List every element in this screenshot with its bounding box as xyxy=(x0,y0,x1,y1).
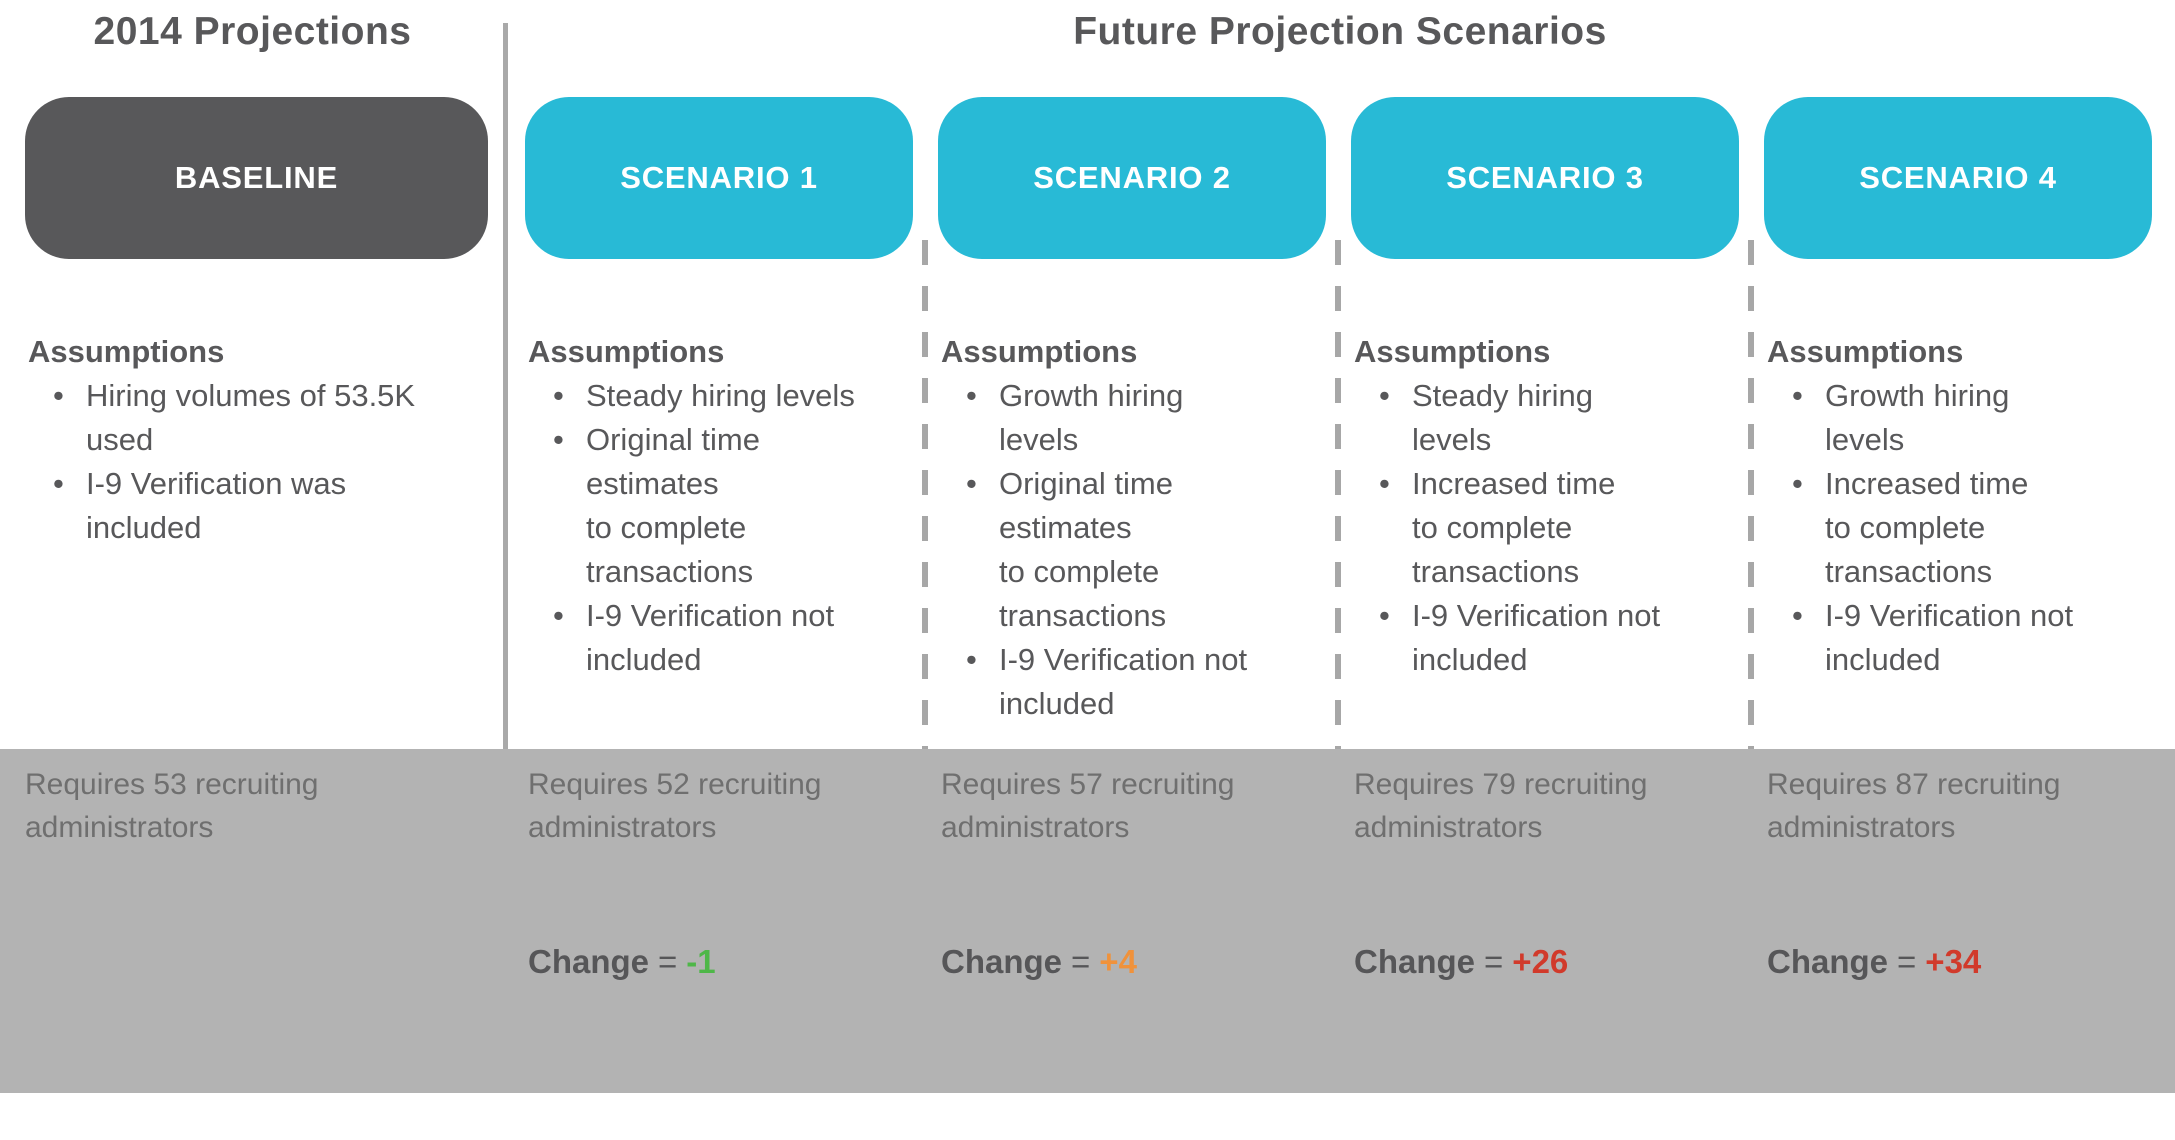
scenario-1-change: Change=-1 xyxy=(528,940,716,984)
baseline-pill: BASELINE xyxy=(25,97,488,259)
assumption-bullet: Steady hiring levels xyxy=(1379,374,1754,462)
assumptions-list: Steady hiring levels Increased time to c… xyxy=(1354,374,1754,682)
assumption-bullet: Original time estimates to complete tran… xyxy=(966,462,1341,638)
future-scenarios-section-title: Future Projection Scenarios xyxy=(1073,10,1607,53)
scenario-4-pill: SCENARIO 4 xyxy=(1764,97,2152,259)
change-label: Change xyxy=(1354,943,1476,980)
assumption-bullet: Hiring volumes of 53.5K used xyxy=(53,374,506,462)
assumption-bullet: Growth hiring levels xyxy=(1792,374,2162,462)
assumption-bullet: Increased time to complete transactions xyxy=(1792,462,2162,594)
change-equals: = xyxy=(1071,943,1091,980)
assumptions-heading: Assumptions xyxy=(941,334,1138,369)
scenario-2-assumptions: Assumptions Growth hiring levels Origina… xyxy=(941,330,1341,726)
scenario-1-pill-label: SCENARIO 1 xyxy=(620,160,818,195)
change-label: Change xyxy=(941,943,1063,980)
assumptions-list: Steady hiring levels Original time estim… xyxy=(528,374,928,682)
assumption-bullet: I-9 Verification not included xyxy=(553,594,928,682)
assumptions-list: Growth hiring levels Original time estim… xyxy=(941,374,1341,726)
assumption-bullet: Steady hiring levels xyxy=(553,374,928,418)
assumption-bullet: Increased time to complete transactions xyxy=(1379,462,1754,594)
scenario-1-assumptions: Assumptions Steady hiring levels Origina… xyxy=(528,330,928,682)
baseline-pill-label: BASELINE xyxy=(174,160,339,195)
scenario-2-change: Change=+4 xyxy=(941,940,1137,984)
assumption-bullet: I-9 Verification not included xyxy=(966,638,1341,726)
change-value: +34 xyxy=(1925,943,1982,980)
scenario-2-pill-label: SCENARIO 2 xyxy=(1033,160,1231,195)
assumptions-list: Hiring volumes of 53.5K used I-9 Verific… xyxy=(28,374,506,550)
scenario-3-change: Change=+26 xyxy=(1354,940,1568,984)
results-band xyxy=(0,749,2175,1093)
change-equals: = xyxy=(1897,943,1917,980)
assumptions-list: Growth hiring levels Increased time to c… xyxy=(1767,374,2162,682)
change-label: Change xyxy=(1767,943,1889,980)
change-equals: = xyxy=(1484,943,1504,980)
scenario-2-requires-text: Requires 57 recruiting administrators xyxy=(941,768,1235,844)
assumptions-heading: Assumptions xyxy=(1354,334,1551,369)
change-value: +4 xyxy=(1099,943,1137,980)
assumption-bullet: Growth hiring levels xyxy=(966,374,1341,462)
change-value: -1 xyxy=(686,943,716,980)
scenario-4-change: Change=+34 xyxy=(1767,940,1981,984)
change-value: +26 xyxy=(1512,943,1569,980)
scenario-3-pill-label: SCENARIO 3 xyxy=(1446,160,1644,195)
baseline-assumptions: Assumptions Hiring volumes of 53.5K used… xyxy=(28,330,506,550)
change-label: Change xyxy=(528,943,650,980)
assumptions-heading: Assumptions xyxy=(528,334,725,369)
assumption-bullet: I-9 Verification was included xyxy=(53,462,506,550)
baseline-section-title: 2014 Projections xyxy=(93,10,412,53)
change-equals: = xyxy=(658,943,678,980)
assumptions-heading: Assumptions xyxy=(28,334,225,369)
assumption-bullet: I-9 Verification not included xyxy=(1792,594,2162,682)
scenario-4-assumptions: Assumptions Growth hiring levels Increas… xyxy=(1767,330,2162,682)
assumptions-heading: Assumptions xyxy=(1767,334,1964,369)
scenario-3-requires-text: Requires 79 recruiting administrators xyxy=(1354,768,1648,844)
scenario-3-assumptions: Assumptions Steady hiring levels Increas… xyxy=(1354,330,1754,682)
assumption-bullet: Original time estimates to complete tran… xyxy=(553,418,928,594)
scenario-1-requires-text: Requires 52 recruiting administrators xyxy=(528,768,822,844)
scenario-3-pill: SCENARIO 3 xyxy=(1351,97,1739,259)
scenario-4-pill-label: SCENARIO 4 xyxy=(1859,160,2057,195)
scenario-4-requires-text: Requires 87 recruiting administrators xyxy=(1767,768,2061,844)
scenario-2-pill: SCENARIO 2 xyxy=(938,97,1326,259)
assumption-bullet: I-9 Verification not included xyxy=(1379,594,1754,682)
baseline-requires-text: Requires 53 recruiting administrators xyxy=(25,768,319,844)
scenario-1-pill: SCENARIO 1 xyxy=(525,97,913,259)
